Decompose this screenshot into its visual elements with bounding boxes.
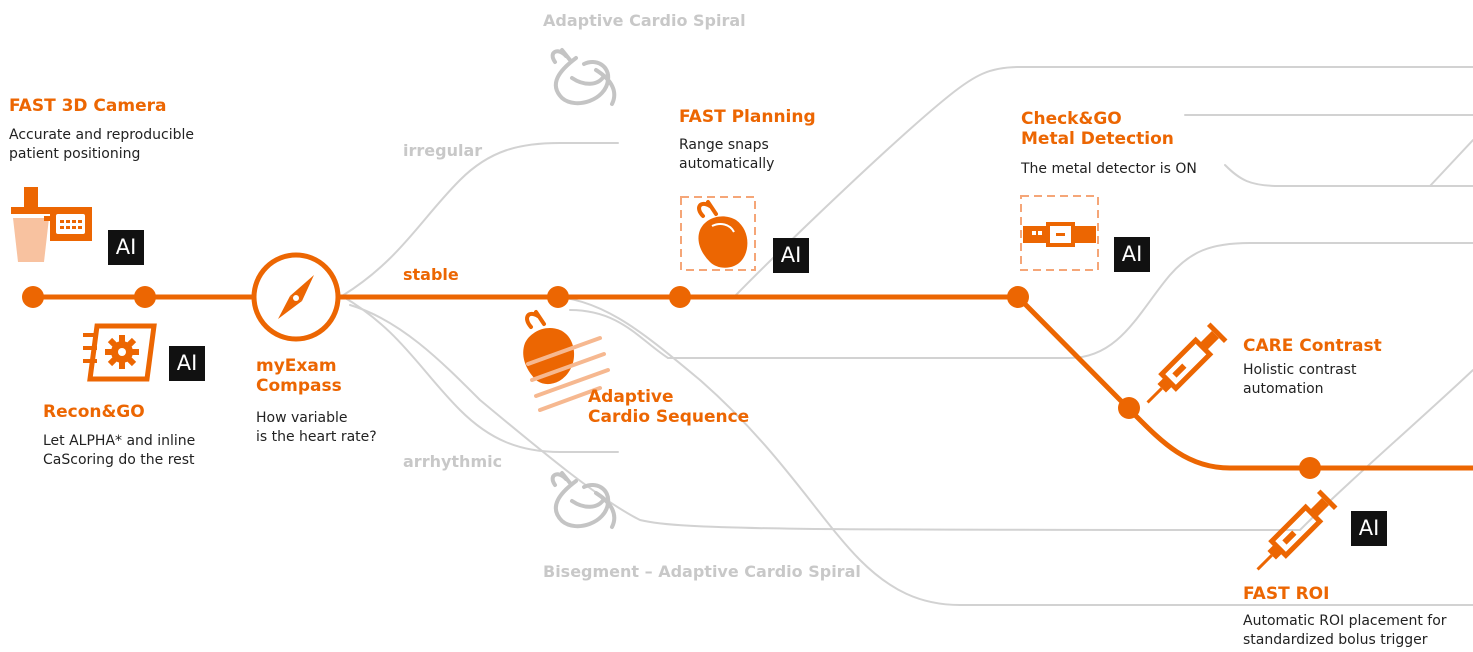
ai-badge-roi: AI	[1351, 511, 1387, 546]
camera-icon	[11, 187, 92, 262]
fast-roi-title[interactable]: FAST ROI	[1243, 584, 1330, 604]
heart-sequence-icon	[523, 310, 610, 412]
heart-spiral-icon	[550, 48, 617, 106]
heart-icon	[680, 196, 756, 271]
myexam-compass-title[interactable]: myExam Compass	[256, 356, 342, 397]
station-start	[22, 286, 44, 308]
branch-stable-label: stable	[403, 265, 459, 284]
syringe-icon	[1146, 322, 1228, 404]
track-compass-lower	[349, 304, 1301, 531]
station-sequence	[547, 286, 569, 308]
recon-go-title[interactable]: Recon&GO	[43, 402, 145, 422]
track-arrhythmic	[341, 295, 619, 453]
belt-buckle-icon	[1020, 195, 1099, 271]
ai-badge-metal: AI	[1114, 237, 1150, 272]
station-planning	[669, 286, 691, 308]
fast-roi-desc: Automatic ROI placement for standardized…	[1243, 613, 1447, 648]
fast-planning-title[interactable]: FAST Planning	[679, 107, 816, 127]
track-upper-cross	[734, 66, 1473, 297]
heart-spiral-icon-lower	[550, 471, 617, 529]
adaptive-cardio-spiral-title[interactable]: Adaptive Cardio Spiral	[543, 11, 746, 30]
station-recon	[134, 286, 156, 308]
recon-gear-icon	[83, 323, 157, 382]
syringe-icon-roi	[1256, 489, 1338, 571]
check-go-title[interactable]: Check&GO Metal Detection	[1021, 109, 1174, 150]
station-metal	[1007, 286, 1029, 308]
care-contrast-desc: Holistic contrast automation	[1243, 362, 1357, 397]
branch-irregular-label: irregular	[403, 141, 483, 160]
track-upper-right-2	[1224, 164, 1473, 187]
track-middle	[667, 242, 1473, 359]
fast-3d-camera-title[interactable]: FAST 3D Camera	[9, 96, 167, 116]
fast-planning-desc: Range snaps automatically	[679, 137, 775, 172]
station-roi	[1299, 457, 1321, 479]
myexam-compass-desc: How variable is the heart rate?	[256, 410, 377, 445]
branch-arrhythmic-label: arrhythmic	[403, 452, 503, 471]
station-contrast	[1118, 397, 1140, 419]
ai-badge-camera: AI	[108, 230, 144, 265]
care-contrast-title[interactable]: CARE Contrast	[1243, 336, 1382, 356]
ai-badge-recon: AI	[169, 346, 205, 381]
adaptive-cardio-sequence-title[interactable]: Adaptive Cardio Sequence	[588, 387, 750, 428]
track-diag-right	[1429, 139, 1473, 187]
ai-badge-planning: AI	[773, 238, 809, 273]
stations	[22, 286, 1321, 479]
check-go-desc: The metal detector is ON	[1021, 161, 1197, 177]
compass-icon[interactable]	[251, 252, 341, 342]
track-seq-upper	[569, 309, 669, 359]
recon-go-desc: Let ALPHA* and inline CaScoring do the r…	[43, 433, 196, 468]
track-seq-lower	[541, 295, 1473, 606]
track-irregular	[341, 142, 619, 297]
bisegment-spiral-title[interactable]: Bisegment – Adaptive Cardio Spiral	[543, 562, 861, 581]
fast-3d-camera-desc: Accurate and reproducible patient positi…	[9, 127, 194, 162]
